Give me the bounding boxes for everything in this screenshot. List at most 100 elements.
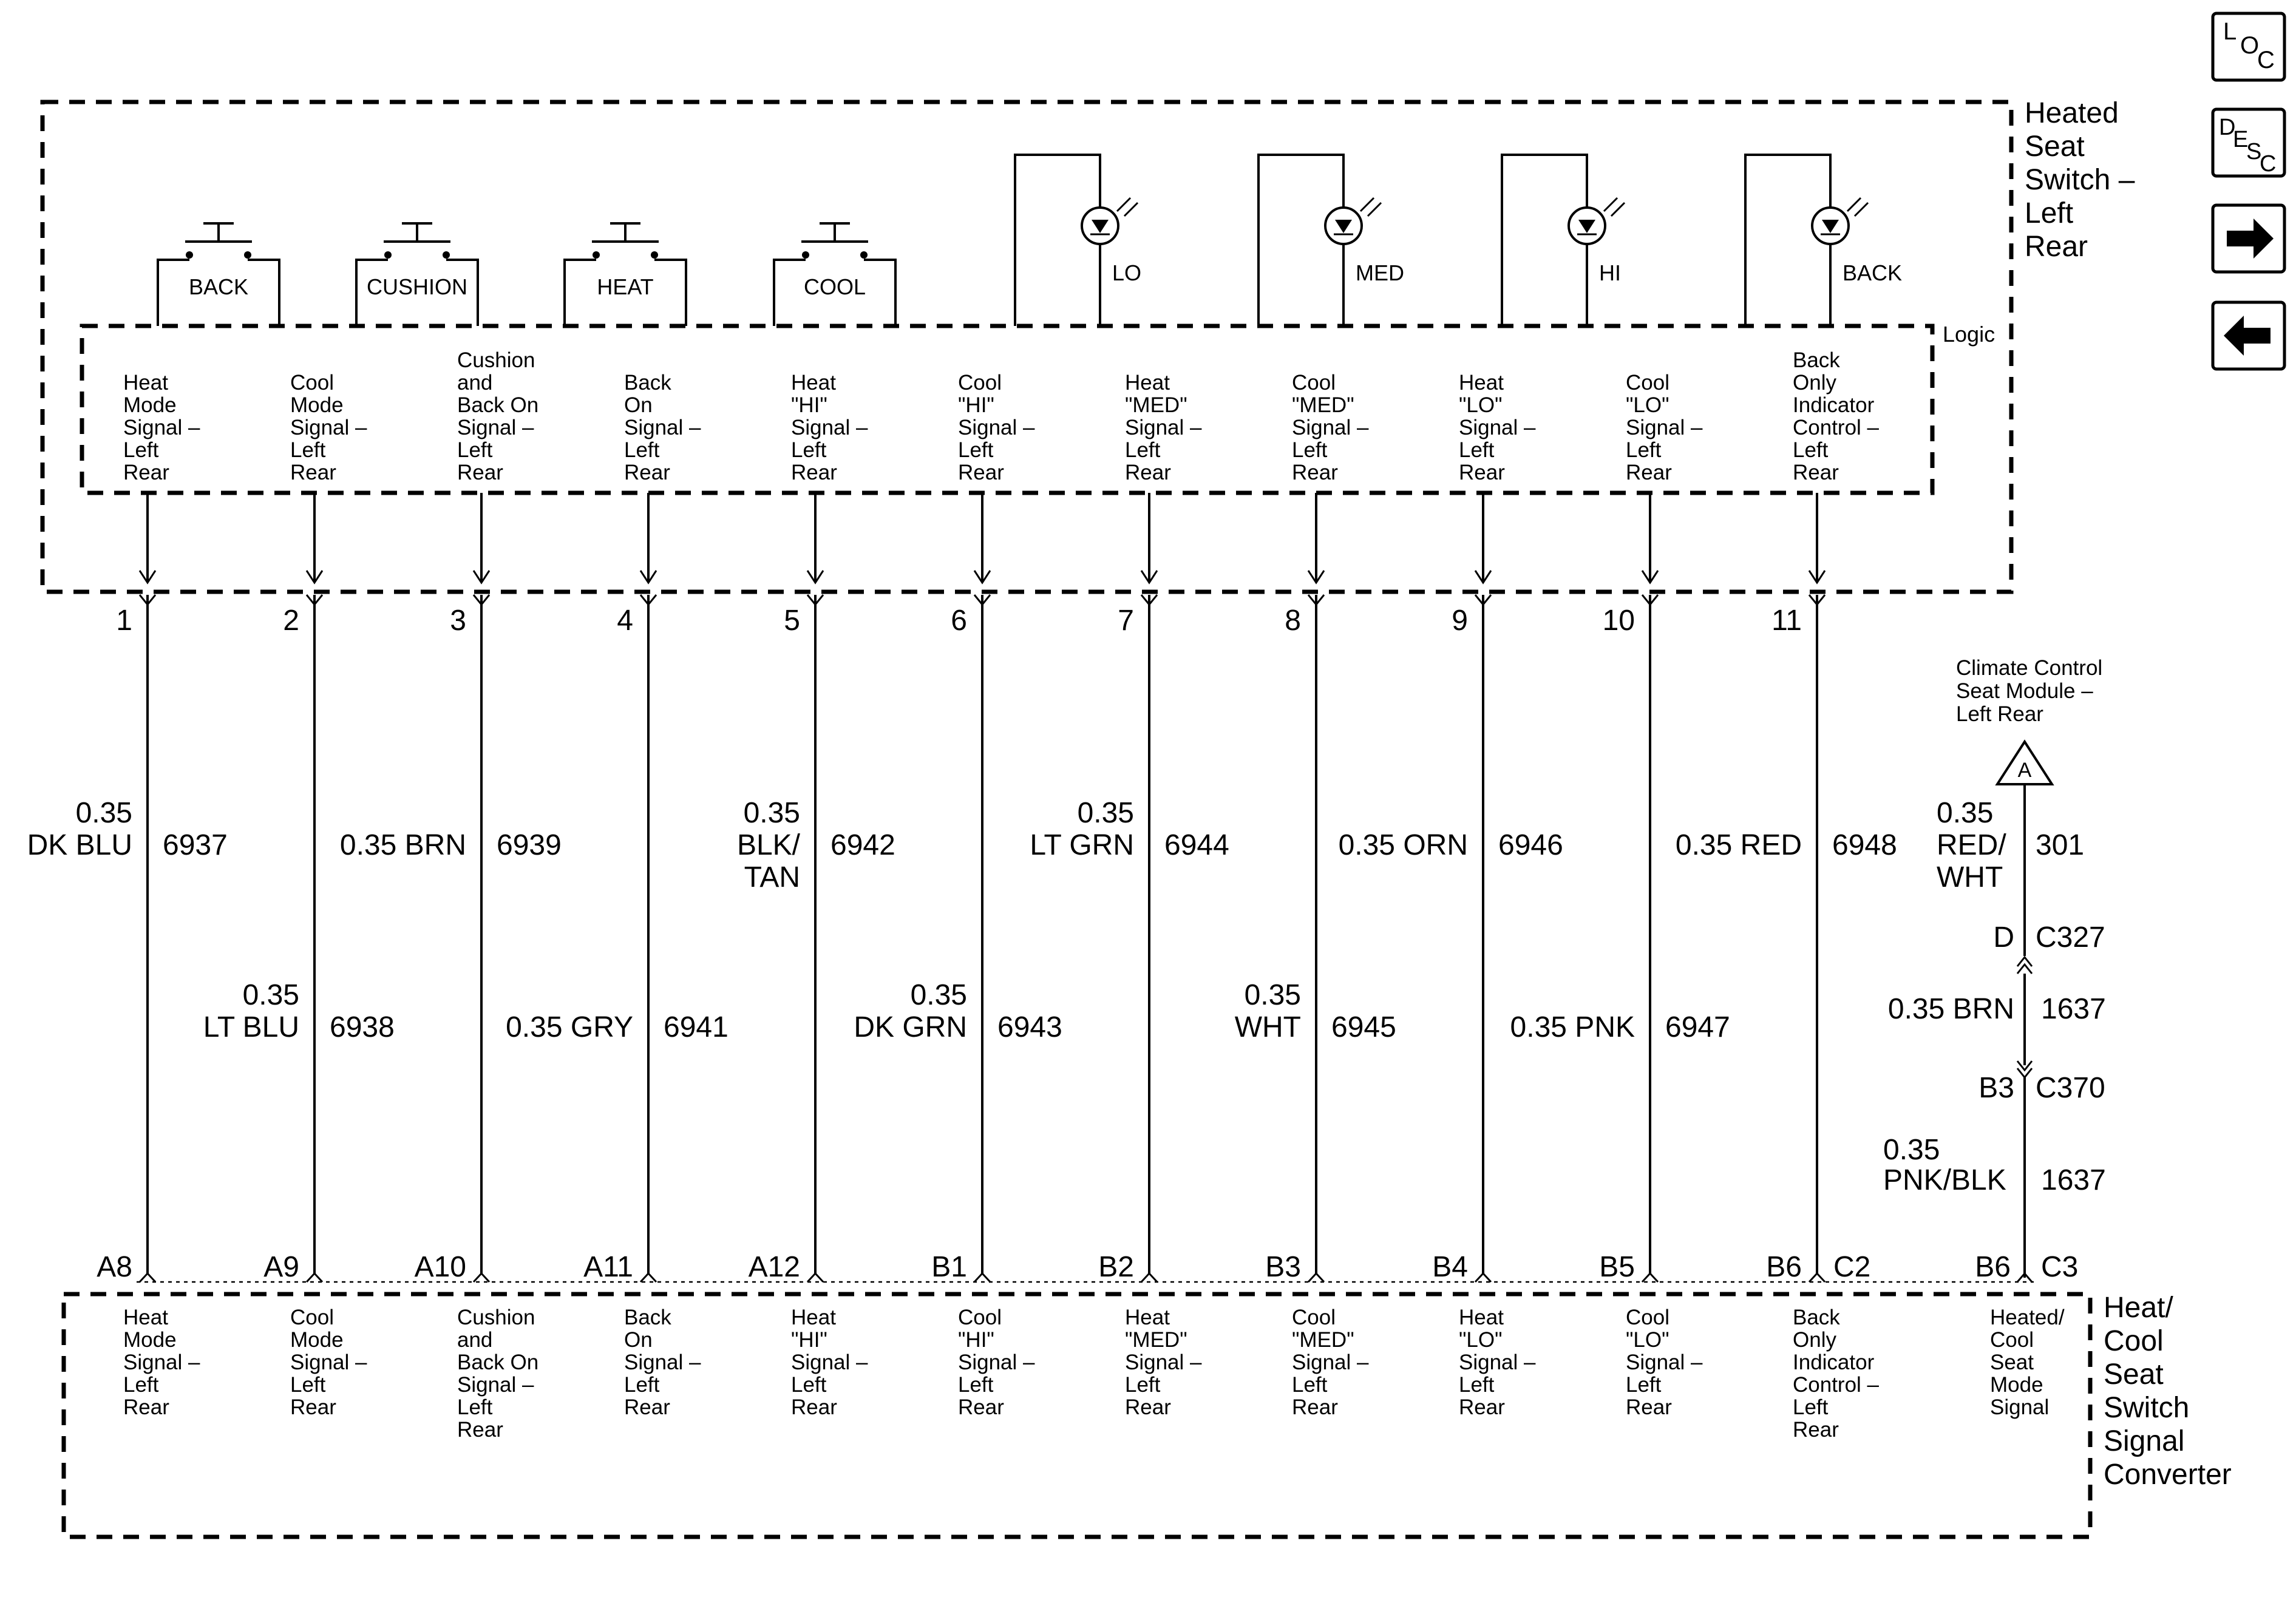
signal-label-line: "HI" <box>958 1328 994 1352</box>
switch-lead-right <box>446 259 479 326</box>
desc-letter: D <box>2219 115 2235 140</box>
climate-wire3-circuit: 1637 <box>2041 1164 2106 1196</box>
converter-title-line: Seat <box>2104 1358 2164 1391</box>
signal-label-line: Mode <box>123 1328 177 1352</box>
pushbutton-switch-heat: HEAT <box>563 222 687 326</box>
switch-lead-right <box>864 259 897 326</box>
wire-arrowhead <box>1140 570 1158 585</box>
connector-terminal-chevron <box>1140 1272 1158 1283</box>
switch-pin-label: 5 <box>784 605 800 637</box>
signal-label-line: Rear <box>1793 461 1839 484</box>
signal-label-line: Heat <box>1459 1306 1504 1329</box>
wire-arrowhead <box>1474 570 1492 585</box>
signal-label-line: Back <box>624 371 671 395</box>
signal-label-line: Heat <box>1125 371 1170 395</box>
converter-pin-label: B2 <box>1098 1251 1134 1283</box>
signal-label-line: Rear <box>1125 1395 1171 1419</box>
switch-label: CUSHION <box>367 274 467 299</box>
connector-terminal-chevron <box>1307 1272 1325 1283</box>
signal-label-line: Left <box>1626 1373 1662 1397</box>
converter-pin-label: B1 <box>931 1251 967 1283</box>
signal-label-line: Signal – <box>624 416 701 439</box>
switch-pin-label: 10 <box>1603 605 1635 637</box>
wire-arrowhead <box>639 570 657 585</box>
climate-wire2-circuit: 1637 <box>2041 993 2106 1025</box>
signal-label-line: Signal – <box>290 416 367 439</box>
switch-contact <box>802 251 809 259</box>
wire-color: BLK/ <box>737 829 801 861</box>
switch-module-title-line: Switch – <box>2025 164 2135 196</box>
switch-module-title: Heated Seat Switch – Left Rear <box>2025 97 2135 263</box>
signal-label-line: Left <box>123 1373 159 1397</box>
wire-arrowhead <box>1307 570 1325 585</box>
led-indicator-med: MED <box>1257 154 1404 326</box>
desc-button[interactable]: D E S C <box>2211 107 2286 178</box>
next-page-button[interactable] <box>2211 203 2286 274</box>
converter-title-line: Cool <box>2104 1325 2164 1357</box>
loc-button[interactable]: L O C <box>2211 12 2286 82</box>
signal-label-line: Rear <box>1292 1395 1338 1419</box>
signal-label-line: and <box>457 1328 492 1352</box>
climate-conn1-chevron <box>2016 963 2033 974</box>
climate-conn3-pin: B6 <box>1975 1251 2011 1283</box>
signal-label-line: Left <box>1125 438 1161 462</box>
wire-gauge-color: 0.35 RED <box>1676 829 1802 861</box>
signal-label-line: Signal – <box>1125 416 1202 439</box>
led-light-ray <box>1116 197 1132 212</box>
switch-pin-label: 7 <box>1118 605 1134 637</box>
signal-label-line: Indicator <box>1793 393 1875 417</box>
led-light-ray <box>1367 202 1382 217</box>
indicator-label: MED <box>1356 260 1404 285</box>
led-lead <box>1014 154 1101 326</box>
signal-label-line: Back <box>624 1306 671 1329</box>
signal-label-line: Signal – <box>457 416 534 439</box>
led-light-ray <box>1603 197 1618 212</box>
signal-label-line: Cool <box>1626 371 1669 395</box>
logic-box <box>80 324 1935 495</box>
wire-gauge: 0.35 <box>1245 979 1301 1011</box>
signal-label-line: "HI" <box>958 393 994 417</box>
signal-label-line: Left <box>1793 438 1829 462</box>
climate-wire3-color: PNK/BLK <box>1883 1164 2006 1196</box>
signal-label-line: Heat <box>1125 1306 1170 1329</box>
signal-label-line: Left <box>290 438 326 462</box>
signal-label-line: Cool <box>290 371 334 395</box>
led-light-ray <box>1846 197 1862 212</box>
indicator-label: LO <box>1112 260 1141 285</box>
switch-lead-right <box>654 259 687 326</box>
led-indicator-back: BACK <box>1744 154 1902 326</box>
signal-label-line: Cool <box>958 371 1002 395</box>
wire-gauge-color: 0.35 BRN <box>340 829 466 861</box>
led-diode-icon <box>1335 220 1352 233</box>
switch-module-title-line: Seat <box>2025 131 2085 163</box>
wire-gauge: 0.35 <box>1078 797 1134 829</box>
signal-label-line: "LO" <box>1459 393 1503 417</box>
converter-module-outline <box>61 1292 2093 1539</box>
wire-circuit-number: 6942 <box>830 829 895 861</box>
climate-control-branch: Climate Control Seat Module – Left Rear … <box>1883 656 2106 1283</box>
connector-terminal-chevron <box>806 1272 824 1283</box>
signal-label-line: Left <box>1793 1395 1829 1419</box>
signal-label-line: Signal – <box>1626 416 1703 439</box>
converter-signal-line: Heated/ <box>1990 1306 2065 1329</box>
prev-page-button[interactable] <box>2211 300 2286 371</box>
signal-label-line: Signal – <box>1459 1351 1536 1374</box>
wire-circuit-number: 6938 <box>330 1011 395 1043</box>
loc-letter: L <box>2223 18 2237 45</box>
wire-circuit-number: 6948 <box>1832 829 1897 861</box>
signal-label-line: Rear <box>457 1418 503 1442</box>
signal-label-line: Back <box>1793 1306 1840 1329</box>
signal-label-line: "MED" <box>1125 1328 1187 1352</box>
signal-label-line: Left <box>457 1395 493 1419</box>
connector-terminal-chevron <box>639 1272 657 1283</box>
signal-label-line: Left <box>791 1373 827 1397</box>
signal-label-line: Left <box>457 438 493 462</box>
